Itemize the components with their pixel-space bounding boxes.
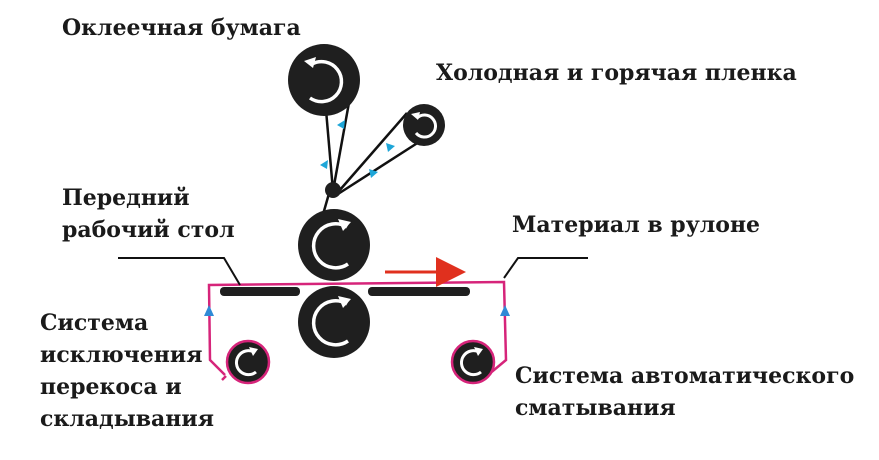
roll-material-label: Материал в рулоне bbox=[512, 212, 760, 238]
film-label: Холодная и горячая пленка bbox=[436, 60, 797, 86]
front-table-label-line1: Передний bbox=[62, 185, 190, 211]
circular-arrow-icon bbox=[311, 299, 349, 347]
front-table-label-line2: рабочий стол bbox=[62, 217, 235, 243]
roll-material-leader bbox=[503, 257, 588, 279]
auto-rewind-label-line1: Система автоматического bbox=[515, 363, 854, 389]
triangle-up-icon bbox=[500, 305, 510, 316]
skew-system-label-line1: Система bbox=[40, 310, 148, 336]
front-work-table bbox=[220, 287, 300, 296]
guide-roller bbox=[325, 182, 341, 198]
circular-arrow-icon bbox=[311, 222, 349, 270]
triangle-up-icon bbox=[204, 305, 214, 316]
film-web-line-right-2 bbox=[337, 140, 420, 196]
triangle-up-icon bbox=[386, 143, 395, 152]
triangle-up-icon bbox=[320, 160, 328, 169]
film-web-line-right bbox=[338, 112, 408, 192]
circular-arrow-icon bbox=[414, 113, 437, 139]
circular-arrow-icon bbox=[460, 349, 482, 377]
upper-press-roller bbox=[298, 209, 370, 281]
auto-rewind-label-line2: сматывания bbox=[515, 395, 676, 421]
material-belt bbox=[207, 280, 508, 376]
rear-work-table bbox=[368, 287, 470, 296]
triangle-up-icon bbox=[337, 120, 345, 129]
film-roller bbox=[403, 104, 445, 146]
skew-system-label-line3: перекоса и bbox=[40, 374, 182, 400]
skew-folding-roller bbox=[225, 339, 271, 385]
glued-paper-label: Оклеечная бумага bbox=[62, 15, 301, 41]
auto-rewind-roller bbox=[450, 339, 496, 385]
circular-arrow-icon bbox=[235, 349, 257, 377]
belt-segment-left bbox=[221, 375, 227, 381]
lower-press-roller bbox=[298, 286, 370, 358]
glued-paper-roller bbox=[288, 44, 360, 116]
paper-web-line bbox=[331, 96, 352, 192]
triangle-up-icon bbox=[369, 169, 378, 178]
skew-system-label-line4: складывания bbox=[40, 406, 214, 432]
front-table-leader bbox=[118, 257, 241, 286]
circular-arrow-icon bbox=[308, 59, 344, 104]
skew-system-label-line2: исключения bbox=[40, 342, 202, 368]
